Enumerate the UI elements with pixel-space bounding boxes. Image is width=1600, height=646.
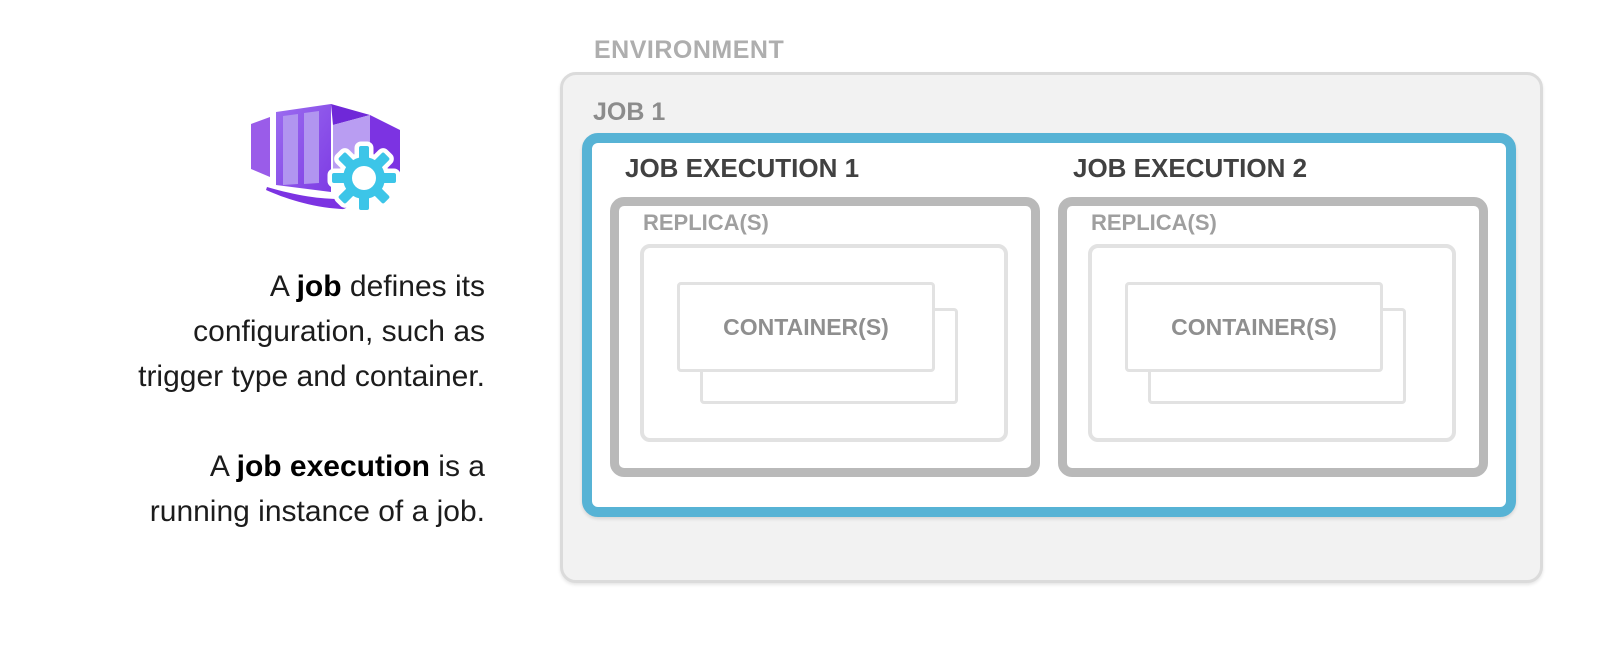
replica-box: CONTAINER(S) [640,244,1008,442]
job-box: JOB EXECUTION 1 REPLICA(S) CONTAINER(S) … [582,133,1516,517]
container-card-front: CONTAINER(S) [677,282,935,372]
gear-icon [327,141,401,215]
icon-panel-1 [283,114,298,185]
explanation-text: A job defines its configuration, such as… [30,264,485,534]
job-execution-1-label: JOB EXECUTION 1 [625,153,860,183]
environment-label: ENVIRONMENT [594,36,785,64]
container-label: CONTAINER(S) [723,313,889,340]
icon-left-flap [251,117,270,177]
job-definition-paragraph: A job defines its configuration, such as… [138,270,485,393]
container-card-front: CONTAINER(S) [1125,282,1383,372]
container-apps-job-icon [248,92,410,218]
job-execution-1-box: REPLICA(S) CONTAINER(S) [610,197,1040,477]
job-label: JOB 1 [593,98,666,126]
icon-swoosh [266,187,348,210]
replica-label: REPLICA(S) [643,210,769,235]
job-execution-term: job execution [236,450,430,483]
container-label: CONTAINER(S) [1171,313,1337,340]
job-execution-paragraph: A job execution is a running instance of… [149,450,485,528]
environment-box: JOB 1 JOB EXECUTION 1 REPLICA(S) CONTAIN… [560,72,1543,583]
replica-box: CONTAINER(S) [1088,244,1456,442]
replica-label: REPLICA(S) [1091,210,1217,235]
job-execution-2-label: JOB EXECUTION 2 [1073,153,1308,183]
job-term: job [296,270,342,303]
job-execution-2-box: REPLICA(S) CONTAINER(S) [1058,197,1488,477]
gear-hole [352,166,376,190]
icon-top-face [331,104,370,125]
container-apps-job-icon-svg [251,104,401,215]
icon-panel-2 [304,111,319,184]
